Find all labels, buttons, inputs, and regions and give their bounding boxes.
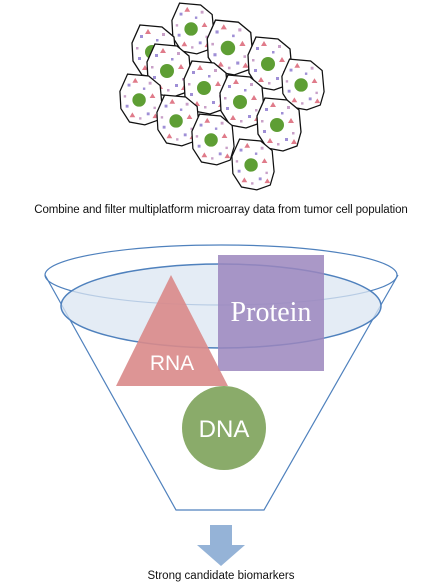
protein-square: Protein [218, 255, 324, 371]
tumor-cell [191, 113, 235, 166]
dna-circle: DNA [182, 386, 266, 470]
dna-label: DNA [199, 416, 250, 443]
rna-shape [116, 275, 228, 386]
process-caption: Combine and filter multiplatform microar… [34, 204, 408, 216]
result-caption: Strong candidate biomarkers [147, 570, 295, 582]
dna-shape [182, 386, 266, 470]
protein-shape [218, 255, 324, 371]
rna-triangle: RNA [116, 275, 228, 386]
protein-label: Protein [231, 297, 312, 328]
rna-label: RNA [150, 352, 194, 375]
funnel-body [44, 274, 399, 511]
tumor-cell [231, 138, 275, 191]
tumor-cell [119, 73, 163, 126]
down-arrow-icon [197, 525, 245, 566]
tumor-cell-population [119, 2, 325, 191]
